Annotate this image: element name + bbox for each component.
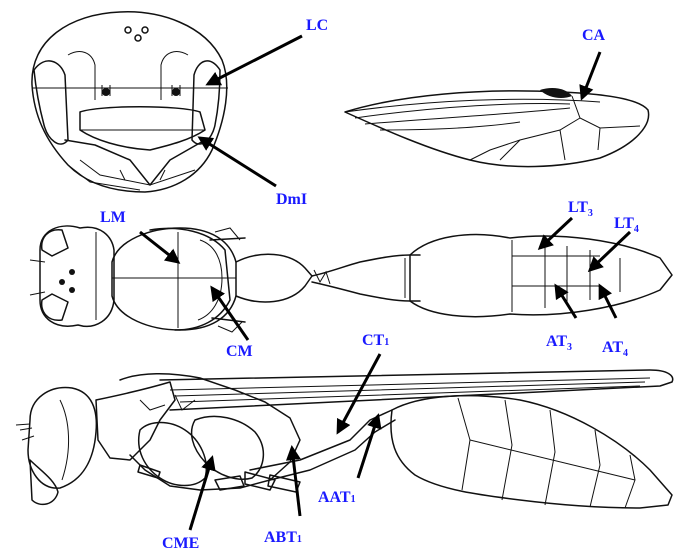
arrow-dmi [200, 138, 276, 186]
label-lm: LM [100, 209, 126, 226]
label-at3-sub: 3 [567, 342, 572, 353]
label-abt1: ABT1 [264, 529, 302, 546]
arrow-cme [190, 458, 212, 530]
arrow-aat1 [358, 416, 378, 478]
label-abt1-sub: 1 [297, 534, 302, 545]
arrow-at4 [600, 286, 616, 318]
label-lt3-sub: 3 [588, 208, 593, 219]
label-at3: AT3 [546, 333, 572, 353]
label-lt4-main: LT [614, 215, 634, 232]
label-aat1-main: AAT [318, 489, 351, 506]
label-dmi: DmI [276, 191, 307, 208]
label-lt4-sub: 4 [634, 224, 639, 235]
body-lateral-view-drawing [16, 370, 673, 508]
label-lt3: LT3 [568, 199, 593, 219]
head-frontal-view-drawing [32, 12, 228, 192]
label-ct1: CT1 [362, 332, 389, 349]
label-lt4: LT4 [614, 215, 639, 235]
label-ct1-main: CT [362, 332, 385, 349]
arrow-ct1 [338, 354, 380, 432]
label-lt3-main: LT [568, 199, 588, 216]
arrow-lt4 [590, 232, 630, 270]
label-lc: LC [306, 17, 328, 34]
label-ct1-sub: 1 [384, 337, 389, 348]
label-at4: AT4 [602, 339, 628, 359]
label-at4-main: AT [602, 339, 623, 356]
label-at4-sub: 4 [623, 348, 628, 359]
arrow-ca [582, 52, 600, 98]
arrow-lm [140, 232, 178, 262]
label-aat1-sub: 1 [351, 494, 356, 505]
arrow-lt3 [540, 218, 572, 248]
forewing-drawing [345, 88, 649, 167]
label-cme: CME [162, 535, 199, 552]
label-at3-main: AT [546, 333, 567, 350]
label-abt1-main: ABT [264, 529, 297, 546]
label-ca: CA [582, 27, 606, 44]
label-cm: CM [226, 343, 253, 360]
pointer-arrows [140, 36, 630, 530]
label-aat1: AAT1 [318, 489, 356, 506]
